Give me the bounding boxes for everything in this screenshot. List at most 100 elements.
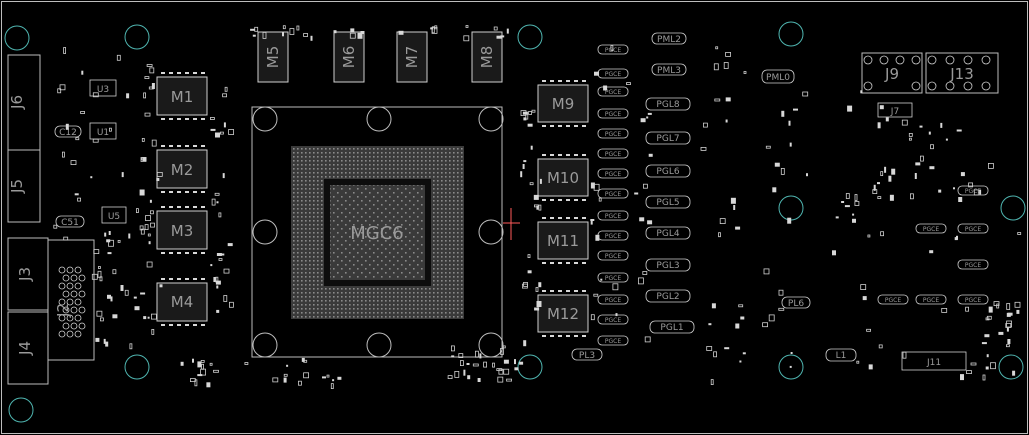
bga-ball [321,240,323,242]
bga-ball [297,148,299,150]
memory-chip-body [257,31,289,83]
bga-ball [345,172,347,174]
bga-ball [445,268,447,270]
component-pad [109,127,112,132]
bga-ball [321,160,323,162]
bga-ball [453,268,455,270]
bga-ball [337,164,339,166]
bga-ball [353,256,355,258]
bga-ball [401,208,403,210]
component-pad [143,92,147,99]
component-pad [713,63,719,71]
component-pad [724,347,730,350]
bga-ball [321,224,323,226]
bga-ball [345,232,347,234]
bga-ball [437,148,439,150]
bga-ball [329,164,331,166]
pgce-part-label: PGCE [605,71,621,78]
gpu-corner-circle [478,106,504,132]
bga-ball [317,236,319,238]
component-pad [75,137,80,141]
bga-ball [457,232,459,234]
power-parts: PML2 PML3 PGL8 PGL7 PGL6 PGL5 PGL4 PGL3 … [571,32,857,362]
component-pad [985,366,989,370]
bga-ball [309,164,311,166]
bga-ball [353,160,355,162]
bga-ball [421,196,423,198]
bga-ball [293,296,295,298]
bga-ball [309,308,311,310]
bga-ball [357,244,359,246]
bga-ball [321,248,323,250]
bga-ball [321,184,323,186]
pgce-part-label: PGCE [605,89,621,96]
gpu-corner-circle [366,332,392,358]
bga-ball [405,160,407,162]
component-pad [536,301,542,307]
part-outline [901,351,967,371]
bga-ball [361,240,363,242]
component-pad [646,116,649,119]
bga-ball [333,220,335,222]
component-pad [706,346,713,351]
component-pad [868,364,873,370]
pgce-part-outline [597,168,629,179]
bga-ball [425,156,427,158]
bga-ball [389,300,391,302]
bga-ball [301,260,303,262]
bga-ball [453,276,455,278]
bga-ball [449,248,451,250]
bga-ball [317,188,319,190]
memory-chip: M5 [257,31,289,83]
bga-ball [417,192,419,194]
bga-ball [397,172,399,174]
bga-ball [417,152,419,154]
bga-ball [321,172,323,174]
bga-ball [373,148,375,150]
bga-ball [373,172,375,174]
bga-ball [305,172,307,174]
bga-ball [329,308,331,310]
component-pad [149,199,152,203]
bga-ball [457,212,459,214]
component-pad [603,85,608,91]
bga-ball [409,264,411,266]
chip-pad [566,154,570,156]
bga-ball [433,220,435,222]
bga-ball [321,152,323,154]
bga-ball [409,300,411,302]
pgce-part-outline [957,294,989,305]
bga-ball [449,304,451,306]
bga-ball [413,312,415,314]
bga-ball [321,236,323,238]
bga-ball [449,176,451,178]
bga-ball [437,268,439,270]
bga-ball [341,152,343,154]
bga-ball [309,204,311,206]
bga-ball [409,304,411,306]
bga-ball [317,184,319,186]
bga-ball [433,240,435,242]
component-pad [210,128,216,131]
bga-ball [301,248,303,250]
bga-ball [421,172,423,174]
bga-ball [393,272,395,274]
bga-ball [453,292,455,294]
bga-ball [345,264,347,266]
bga-ball [321,196,323,198]
bga-ball [317,196,319,198]
bga-ball [309,176,311,178]
bga-ball [409,156,411,158]
bga-ball [389,188,391,190]
component-pad [612,283,619,291]
bga-ball [377,160,379,162]
bga-ball [445,240,447,242]
bga-ball [413,228,415,230]
bga-ball [361,264,363,266]
component-pad [841,201,845,203]
bga-ball [445,256,447,258]
bga-ball [365,148,367,150]
bga-ball [405,204,407,206]
bga-ball [381,168,383,170]
